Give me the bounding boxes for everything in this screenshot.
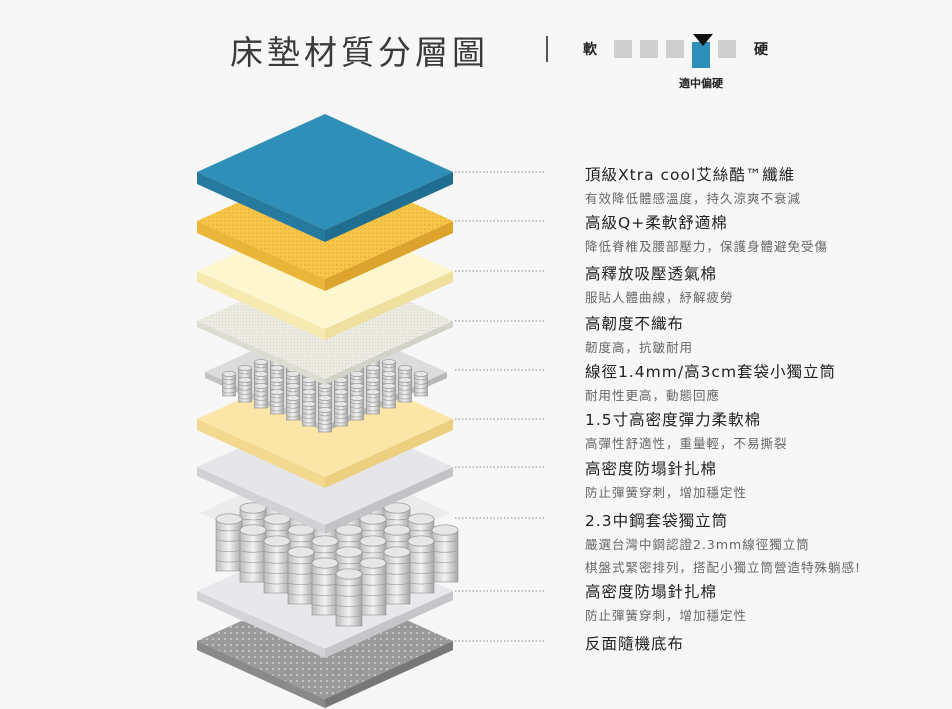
coil-mini bbox=[366, 389, 380, 415]
layer-name: 1.5寸高密度彈力柔軟棉 bbox=[585, 411, 762, 429]
firmness-label: 適中偏硬 bbox=[679, 77, 723, 90]
coil-mini bbox=[302, 401, 316, 427]
leader-lines bbox=[455, 171, 545, 642]
layer-label-10: 反面隨機底布 bbox=[585, 632, 684, 654]
coil-large bbox=[431, 524, 459, 583]
layer-label-6: 1.5寸高密度彈力柔軟棉 高彈性舒適性，重量輕，不易撕裂 bbox=[585, 408, 788, 452]
coil-mini bbox=[398, 377, 412, 403]
layer-label-4: 高韌度不織布 韌度高，抗皺耐用 bbox=[585, 312, 693, 356]
firmness-scale-cell-2 bbox=[640, 40, 658, 58]
layer-name: 頂級Xtra cool艾絲酷™纖維 bbox=[585, 166, 796, 184]
layer-name: 高密度防塌針扎棉 bbox=[585, 460, 718, 478]
firmness-scale-cell-1 bbox=[614, 40, 632, 58]
coil-large bbox=[383, 546, 411, 605]
layer-desc: 耐用性更高，動態回應 bbox=[585, 388, 721, 403]
layer-desc-secondary: 棋盤式緊密排列，搭配小獨立筒營造特殊躺感! bbox=[585, 560, 862, 575]
firmness-scale-cell-4 bbox=[692, 42, 710, 68]
coil-mini bbox=[318, 407, 332, 433]
coil-mini bbox=[382, 383, 396, 409]
title-divider bbox=[546, 36, 548, 62]
coil-mini bbox=[350, 395, 364, 421]
soft-label: 軟 bbox=[583, 42, 597, 58]
firmness-scale-cell-3 bbox=[666, 40, 684, 58]
coil-large bbox=[263, 535, 291, 594]
coil-mini bbox=[414, 371, 428, 397]
layer-cool-fiber bbox=[197, 114, 453, 242]
page-title: 床墊材質分層圖 bbox=[230, 33, 489, 72]
layer-name: 2.3中鋼套袋獨立筒 bbox=[585, 512, 729, 530]
layer-desc: 防止彈簧穿刺，增加穩定性 bbox=[585, 485, 748, 500]
firmness-scale-cell-5 bbox=[718, 40, 736, 58]
layer-label-1: 頂級Xtra cool艾絲酷™纖維 有效降低體感溫度，持久涼爽不衰減 bbox=[585, 163, 801, 207]
coil-large bbox=[359, 557, 387, 616]
hard-label: 硬 bbox=[754, 42, 768, 58]
coil-large bbox=[407, 535, 435, 594]
coil-mini bbox=[222, 371, 236, 397]
coil-large bbox=[239, 524, 267, 583]
layer-name: 高韌度不織布 bbox=[585, 315, 685, 333]
layer-name: 線徑1.4mm/高3cm套袋小獨立筒 bbox=[585, 363, 837, 381]
layer-label-2: 高級Q+柔軟舒適棉 降低脊椎及腰部壓力，保護身體避免受傷 bbox=[585, 211, 828, 255]
coil-mini bbox=[238, 377, 252, 403]
layer-desc: 韌度高，抗皺耐用 bbox=[585, 340, 694, 355]
coil-mini bbox=[254, 383, 268, 409]
layer-desc: 防止彈簧穿刺，增加穩定性 bbox=[585, 608, 748, 623]
layer-desc: 降低脊椎及腰部壓力，保護身體避免受傷 bbox=[585, 239, 829, 254]
layer-desc: 服貼人體曲線，紓解疲勞 bbox=[585, 290, 734, 305]
layer-label-5: 線徑1.4mm/高3cm套袋小獨立筒 耐用性更高，動態回應 bbox=[585, 360, 836, 404]
layer-label-7: 高密度防塌針扎棉 防止彈簧穿刺，增加穩定性 bbox=[585, 457, 747, 501]
layer-desc: 有效降低體感溫度，持久涼爽不衰減 bbox=[585, 191, 802, 206]
coil-large bbox=[311, 557, 339, 616]
coil-large bbox=[287, 546, 315, 605]
layer-name: 反面隨機底布 bbox=[585, 635, 685, 653]
coil-mini bbox=[270, 389, 284, 415]
coil-mini bbox=[286, 395, 300, 421]
layer-label-3: 高釋放吸壓透氣棉 服貼人體曲線，紓解疲勞 bbox=[585, 262, 734, 306]
layer-desc: 嚴選台灣中鋼認證2.3mm線徑獨立筒 bbox=[585, 537, 810, 552]
layer-name: 高級Q+柔軟舒適棉 bbox=[585, 214, 728, 232]
layer-name: 高釋放吸壓透氣棉 bbox=[585, 265, 718, 283]
layer-label-9: 高密度防塌針扎棉 防止彈簧穿刺，增加穩定性 bbox=[585, 580, 747, 624]
layer-desc: 高彈性舒適性，重量輕，不易撕裂 bbox=[585, 436, 788, 451]
coil-mini bbox=[334, 401, 348, 427]
firmness-pointer-icon bbox=[693, 34, 713, 46]
layer-name: 高密度防塌針扎棉 bbox=[585, 583, 718, 601]
coil-large bbox=[215, 513, 243, 572]
coil-large bbox=[335, 568, 363, 627]
layer-label-8: 2.3中鋼套袋獨立筒 嚴選台灣中鋼認證2.3mm線徑獨立筒 棋盤式緊密排列，搭配… bbox=[585, 509, 861, 576]
